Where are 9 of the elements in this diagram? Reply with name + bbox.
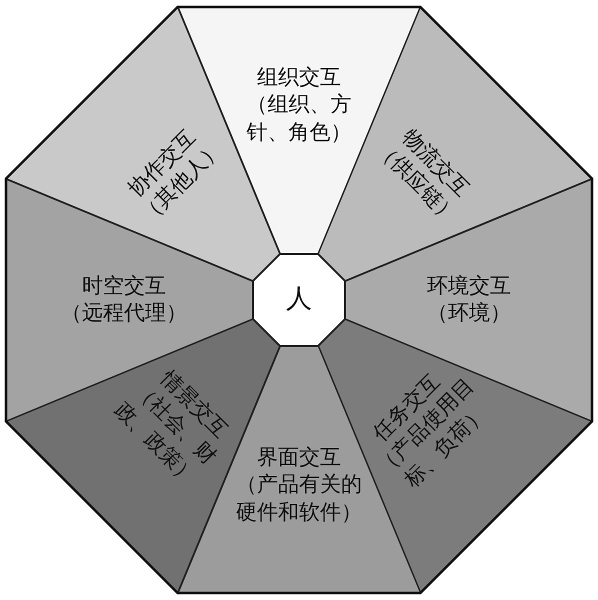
sector-title: 时空交互 <box>81 272 167 300</box>
sector-detail: （组织、方针、角色） <box>245 91 352 146</box>
sector-title: 环境交互 <box>426 272 512 300</box>
sector-detail: （远程代理） <box>60 300 188 327</box>
sector-detail: （环境） <box>426 300 512 327</box>
sector-title: 组织交互 <box>256 64 342 92</box>
center-label: 人 <box>285 283 313 316</box>
sector-detail: （产品有关的硬件和软件） <box>234 471 363 526</box>
sector-title: 界面交互 <box>256 444 342 472</box>
